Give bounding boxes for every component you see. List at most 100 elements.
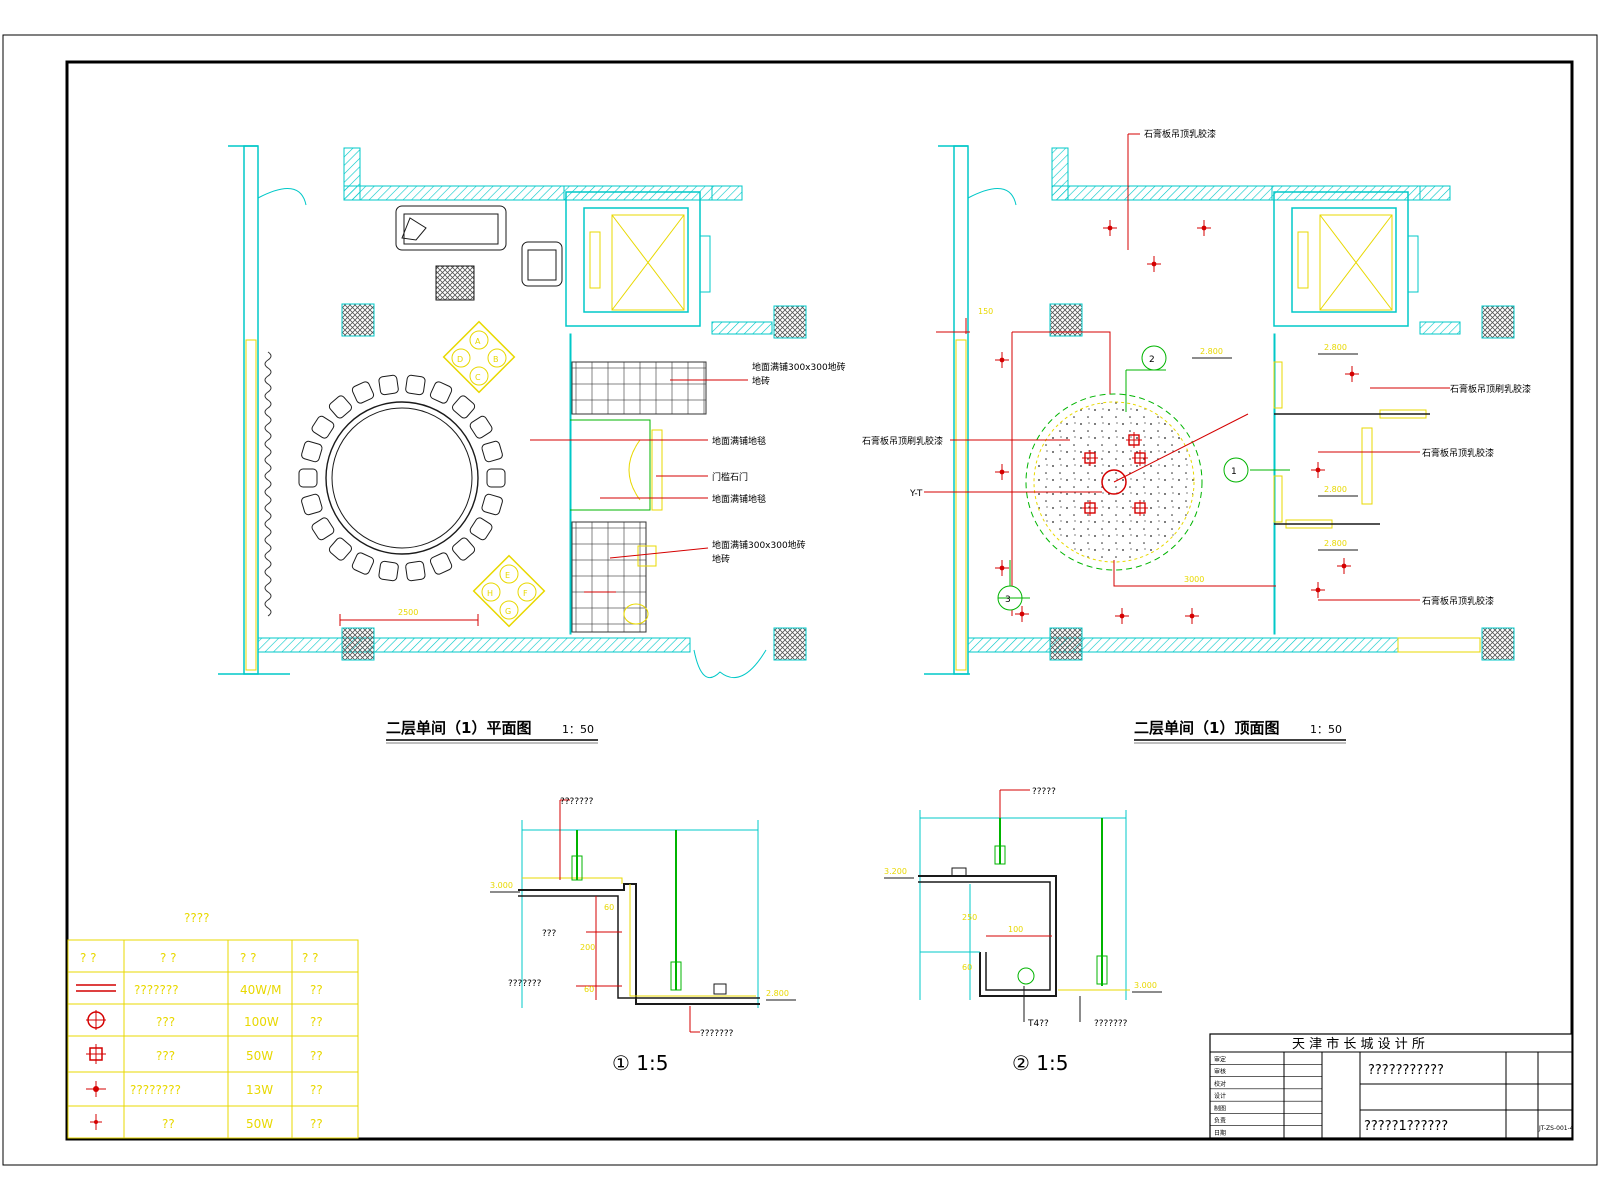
plan-note: 地砖 <box>752 375 770 387</box>
detail-note: ??????? <box>1094 1019 1128 1029</box>
chair <box>469 415 493 439</box>
svg-text:2.800: 2.800 <box>1324 539 1347 548</box>
svg-text:2.800: 2.800 <box>1324 485 1347 494</box>
level-text: 3.000 <box>490 881 513 890</box>
legend-name: ??? <box>156 1049 175 1063</box>
chair <box>429 552 453 575</box>
svg-text:2.800: 2.800 <box>1324 343 1347 352</box>
ceiling-plan: 石膏板吊顶乳胶漆 石膏板吊顶刷乳胶漆 Y-T 石膏板吊顶刷乳胶漆 石膏板吊顶乳胶… <box>862 128 1531 675</box>
spotlight-icon <box>1015 606 1029 622</box>
square-light-icon <box>1126 432 1142 448</box>
small-spotlight-icon <box>90 1114 102 1130</box>
dim-text: 250 <box>962 913 977 922</box>
plan-note: 地砖 <box>712 553 730 565</box>
column <box>773 627 807 661</box>
square-light-icon <box>1132 450 1148 466</box>
legend-power: 40W/M <box>240 983 282 997</box>
legend-name: ??????? <box>134 983 179 997</box>
outer-frame <box>2 34 1598 1166</box>
legend-table: ???? ? ? ? ? ? ? ? ? <box>67 911 359 1139</box>
dim-text: 60 <box>604 903 614 912</box>
chair <box>301 493 323 516</box>
chair <box>469 517 493 541</box>
plan-note: 地面满铺地毯 <box>712 435 766 447</box>
spotlight-icon <box>1311 582 1325 598</box>
section-callout-3: 3 <box>997 560 1030 611</box>
legend-power: 50W <box>246 1117 273 1131</box>
detail-note: ??????? <box>508 979 542 989</box>
column <box>1481 305 1515 339</box>
title-block-label: 负责 <box>1214 1117 1226 1125</box>
detail-1-title: ① 1:5 <box>612 1051 668 1075</box>
level-text: 3.000 <box>1134 981 1157 990</box>
level-text: 3.200 <box>884 867 907 876</box>
chair <box>301 440 323 463</box>
square-light-icon <box>1132 500 1148 516</box>
square-light-icon <box>1082 500 1098 516</box>
chair <box>328 395 352 419</box>
square-cross-light-icon <box>86 1044 106 1064</box>
legend-power: 100W <box>244 1015 279 1029</box>
plan-walls <box>218 145 773 679</box>
chair <box>481 493 503 516</box>
level-mark: 2.800 <box>1318 539 1358 551</box>
column <box>341 627 375 661</box>
square-light-icon <box>1082 450 1098 466</box>
seat-label: C <box>475 373 481 382</box>
spotlight-icon <box>1197 220 1211 236</box>
spotlight-icon <box>995 560 1009 576</box>
chair <box>405 560 426 582</box>
column <box>1481 627 1515 661</box>
legend-name: ?? <box>162 1117 175 1131</box>
title-block-label: 设计 <box>1214 1092 1226 1100</box>
floor-plan: A B C D E F G H 2500 地面满铺30 <box>218 145 846 679</box>
svg-text:2: 2 <box>1149 355 1155 365</box>
inner-frame <box>65 60 1574 1141</box>
detail-1: ??????? ??? ??????? ??????? 3.000 2.800 … <box>490 797 796 1039</box>
column <box>773 305 807 339</box>
title-block-label: 审核 <box>1214 1068 1226 1076</box>
ceiling-note: 石膏板吊顶刷乳胶漆 <box>862 435 943 447</box>
sofa-group <box>395 205 563 301</box>
chair <box>452 395 476 419</box>
detail-note: ????? <box>1032 787 1056 797</box>
legend-header: ? ? <box>302 951 319 965</box>
round-table <box>298 374 506 582</box>
column <box>1049 303 1083 337</box>
detail-note: ??????? <box>560 797 594 807</box>
legend-qty: ?? <box>310 1015 323 1029</box>
seat-label: H <box>487 589 493 598</box>
title-block-label: 校对 <box>1214 1080 1226 1088</box>
chair <box>405 374 426 396</box>
legend-name: ???????? <box>130 1083 181 1097</box>
legend-qty: ?? <box>310 1049 323 1063</box>
spotlight-icon <box>1115 608 1129 624</box>
column <box>341 303 375 337</box>
legend-header: ? ? <box>240 951 257 965</box>
svg-text:2.800: 2.800 <box>1200 347 1223 356</box>
company-name: 天 津 市 长 城 设 计 所 <box>1292 1036 1425 1052</box>
dim-3000: 3000 <box>1184 575 1204 584</box>
chair <box>351 552 375 575</box>
ceiling-note: Y-T <box>909 489 923 499</box>
level-text: 2.800 <box>766 989 789 998</box>
chair <box>298 468 318 488</box>
seat-label: D <box>457 355 463 364</box>
seat-label: B <box>493 355 499 364</box>
level-mark: 2.800 <box>1192 347 1232 359</box>
column <box>1049 627 1083 661</box>
seat-label: F <box>523 589 528 598</box>
detail-2: ????? T4?? ??????? 3.200 3.000 100 250 6… <box>884 787 1162 1029</box>
title-block-label: 审定 <box>1214 1055 1226 1063</box>
spotlight-icon <box>995 464 1009 480</box>
chair <box>378 374 399 396</box>
spotlight-icon <box>1311 462 1325 478</box>
chair <box>311 415 335 439</box>
chair <box>378 560 399 582</box>
curtain <box>264 351 272 617</box>
plan-note: 地面满铺300x300地砖 <box>712 539 806 551</box>
chair <box>452 537 476 561</box>
legend-header: ? ? <box>160 951 177 965</box>
